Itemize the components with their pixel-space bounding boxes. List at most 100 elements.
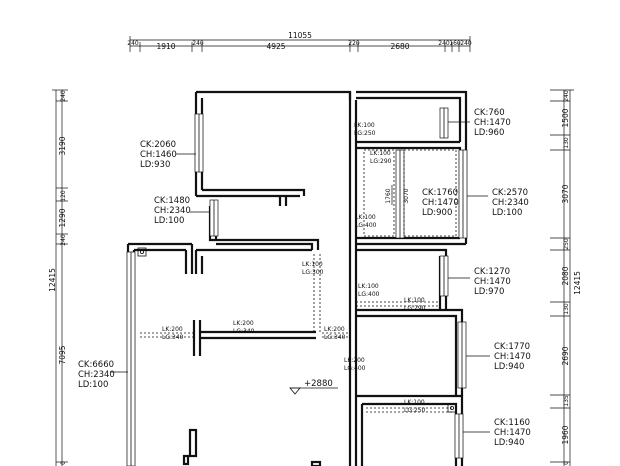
beam-lg: LG:250 [354,130,376,137]
opening-ld: LD:100 [154,216,184,226]
opening-ch: CH:1470 [474,118,511,128]
left-dimension-chain: 12415 240 3190 120 1290 240 7095 0 [48,89,68,466]
beam-lg: LG:340 [324,334,346,341]
left-dim-segment: 3190 [58,136,67,155]
opening-ld: LD:960 [474,128,504,138]
beam-lk: LK:100 [354,122,375,129]
opening-ch: CH:2340 [492,198,529,208]
opening-ck6660: CK:6660 CH:2340 LD:100 [78,360,128,390]
inner-dim: 1760 [385,188,392,203]
opening-ck: CK:1760 [422,188,458,198]
top-dim-segment: 240 [192,40,204,47]
elevation-label: +2880 [304,379,333,389]
right-total-dim: 12415 [573,271,582,295]
opening-ck: CK:760 [474,108,505,118]
beam-lk: LK:100 [355,214,376,221]
window-ck1480 [209,199,219,237]
opening-ck1480: CK:1480 CH:2340 LD:100 [154,196,210,226]
opening-ck: CK:2570 [492,188,528,198]
beam-lk: LK:100 [404,399,425,406]
right-dim-segment: 130 [563,303,570,315]
top-dim-segment: 240 [438,40,450,47]
top-dim-segment: 1910 [156,42,175,51]
opening-ld: LD:900 [422,208,452,218]
opening-ld: LD:100 [492,208,522,218]
opening-ck: CK:1770 [494,342,530,352]
opening-ch: CH:1470 [474,277,511,287]
beam-lg: LG:290 [370,158,392,165]
right-dim-segment: 1500 [561,108,570,127]
right-dim-segment: 240 [563,90,570,102]
opening-ch: CH:1470 [494,352,531,362]
opening-ck: CK:2060 [140,140,176,150]
opening-ld: LD:940 [494,362,524,372]
right-dim-segment: 130 [563,137,570,149]
left-dim-segment: 1290 [58,208,67,227]
beams [140,149,457,413]
beam-lk: LK:100 [358,283,379,290]
opening-ck: CK:1270 [474,267,510,277]
opening-ld: LD:100 [78,380,108,390]
beam-lk: LK:200 [233,320,254,327]
opening-ch: CH:2340 [78,370,115,380]
left-dim-segment: 240 [60,90,67,102]
beam-labels: LK:100 LG:250 LK:100 LG:290 LK:100 LG:40… [162,122,426,414]
window-ck1770 [457,321,467,389]
beam-lk: LK:200 [344,357,365,364]
left-total-dim: 12415 [48,268,57,292]
top-total-dim: 11055 [288,31,312,40]
left-dim-segment: 7095 [58,345,67,364]
opening-ld: LD:930 [140,160,170,170]
inner-dimensions: 1760 3070 [385,185,410,205]
left-dim-segment: 120 [60,190,67,202]
right-dimension-chain: 12415 240 1500 130 3070 250 2080 130 269… [550,89,582,466]
opening-ck1770: CK:1770 CH:1470 LD:940 [466,342,531,372]
opening-ck: CK:6660 [78,360,114,370]
opening-ck2570: CK:2570 CH:2340 LD:100 [467,188,529,218]
window-ck1160 [454,413,464,459]
beam-lk: LK:200 [162,326,183,333]
window-ck2060 [194,113,204,173]
left-dim-segment: 0 [60,461,67,465]
top-dimension-chain: 11055 240 1910 240 4925 220 2680 240 160… [127,31,472,52]
opening-ck1270: CK:1270 CH:1470 LD:970 [448,267,511,297]
opening-ch: CH:1470 [422,198,459,208]
inner-dim: 3070 [403,188,410,203]
opening-ld: LD:940 [494,438,524,448]
top-dim-segment: 220 [348,40,360,47]
opening-ck760: CK:760 CH:1470 LD:960 [448,108,511,138]
opening-ck2060: CK:2060 CH:1460 LD:930 [140,140,196,170]
window-ck760 [439,107,449,139]
top-dim-segment: 4925 [266,42,285,51]
window-ck2570 [458,149,468,239]
right-dim-segment: 2080 [561,266,570,285]
top-dim-segment: 160 [449,40,461,47]
right-dim-segment: 0 [563,461,570,465]
beam-lg: LG:340 [233,328,255,335]
opening-labels: CK:760 CH:1470 LD:960 CK:2060 CH:1460 LD… [78,108,531,448]
opening-ck: CK:1160 [494,418,530,428]
beam-lk: LK:200 [324,326,345,333]
beam-lg: LG:290 [404,305,426,312]
window-ck1270 [439,255,449,297]
opening-ch: CH:2340 [154,206,191,216]
right-dim-segment: 3070 [561,184,570,203]
window-ck6660 [126,251,136,466]
top-dim-segment: 240 [460,40,472,47]
opening-ch: CH:1470 [494,428,531,438]
beam-lg: LG:300 [302,269,324,276]
windows [126,107,468,466]
beam-lg: LG:400 [344,365,366,372]
opening-ch: CH:1460 [140,150,177,160]
right-dim-segment: 1960 [561,425,570,444]
columns [137,247,457,413]
opening-ck: CK:1480 [154,196,190,206]
beam-lg: LG:400 [355,222,377,229]
elevation-marker: +2880 [289,379,338,395]
beam-lk: LK:100 [404,297,425,304]
right-dim-segment: 250 [563,238,570,250]
beam-lg: LG:400 [358,291,380,298]
top-dim-segment: 240 [127,40,139,47]
beam-lk: LK:100 [370,150,391,157]
